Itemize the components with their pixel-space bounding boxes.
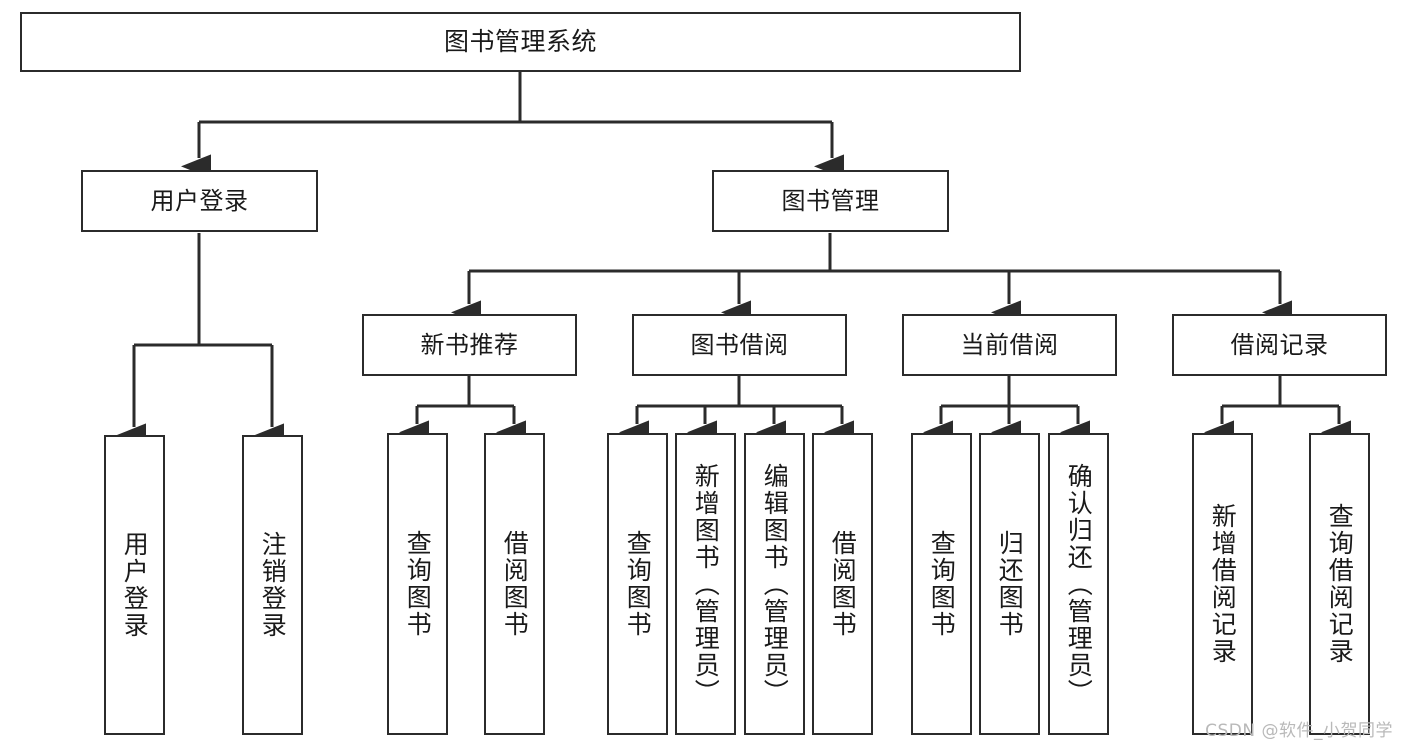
node-leaf-confirm-return[interactable]: 确认归还（管理员） — [1048, 433, 1109, 735]
node-leaf-add-book[interactable]: 新增图书（管理员） — [675, 433, 736, 735]
node-label: 用户登录 — [120, 531, 150, 639]
node-label: 归还图书 — [995, 530, 1025, 638]
node-label: 注销登录 — [258, 531, 288, 639]
node-leaf-add-record[interactable]: 新增借阅记录 — [1192, 433, 1253, 735]
node-leaf-query-book-2[interactable]: 查询图书 — [607, 433, 668, 735]
node-label: 图书管理系统 — [443, 27, 597, 57]
node-leaf-return-book[interactable]: 归还图书 — [979, 433, 1040, 735]
node-book-manage[interactable]: 图书管理 — [712, 170, 949, 232]
node-leaf-borrow-book-2[interactable]: 借阅图书 — [812, 433, 873, 735]
node-label: 查询借阅记录 — [1325, 503, 1355, 665]
node-label: 用户登录 — [150, 186, 249, 215]
node-leaf-query-book-1[interactable]: 查询图书 — [387, 433, 448, 735]
node-leaf-user-logout[interactable]: 注销登录 — [242, 435, 303, 735]
node-label: 查询图书 — [927, 530, 957, 638]
node-label: 新书推荐 — [420, 330, 519, 359]
node-leaf-borrow-book-1[interactable]: 借阅图书 — [484, 433, 545, 735]
node-label: 当前借阅 — [960, 330, 1059, 359]
node-book-borrow[interactable]: 图书借阅 — [632, 314, 847, 376]
node-label: 借阅记录 — [1230, 330, 1329, 359]
node-current-borrow[interactable]: 当前借阅 — [902, 314, 1117, 376]
node-label: 新增图书（管理员） — [691, 462, 721, 706]
node-new-book-recommend[interactable]: 新书推荐 — [362, 314, 577, 376]
node-label: 新增借阅记录 — [1208, 503, 1238, 665]
node-leaf-user-login[interactable]: 用户登录 — [104, 435, 165, 735]
node-leaf-query-book-3[interactable]: 查询图书 — [911, 433, 972, 735]
node-root-system[interactable]: 图书管理系统 — [20, 12, 1021, 72]
node-label: 查询图书 — [403, 530, 433, 638]
node-label: 编辑图书（管理员） — [760, 462, 790, 706]
node-leaf-edit-book[interactable]: 编辑图书（管理员） — [744, 433, 805, 735]
node-label: 图书管理 — [781, 186, 880, 215]
node-label: 借阅图书 — [500, 530, 530, 638]
node-label: 图书借阅 — [690, 330, 789, 359]
node-label: 确认归还（管理员） — [1064, 462, 1094, 706]
node-leaf-query-record[interactable]: 查询借阅记录 — [1309, 433, 1370, 735]
node-label: 借阅图书 — [828, 530, 858, 638]
node-user-login[interactable]: 用户登录 — [81, 170, 318, 232]
csdn-watermark: CSDN @软件_小贺同学 — [1205, 721, 1393, 741]
node-borrow-record[interactable]: 借阅记录 — [1172, 314, 1387, 376]
node-label: 查询图书 — [623, 530, 653, 638]
